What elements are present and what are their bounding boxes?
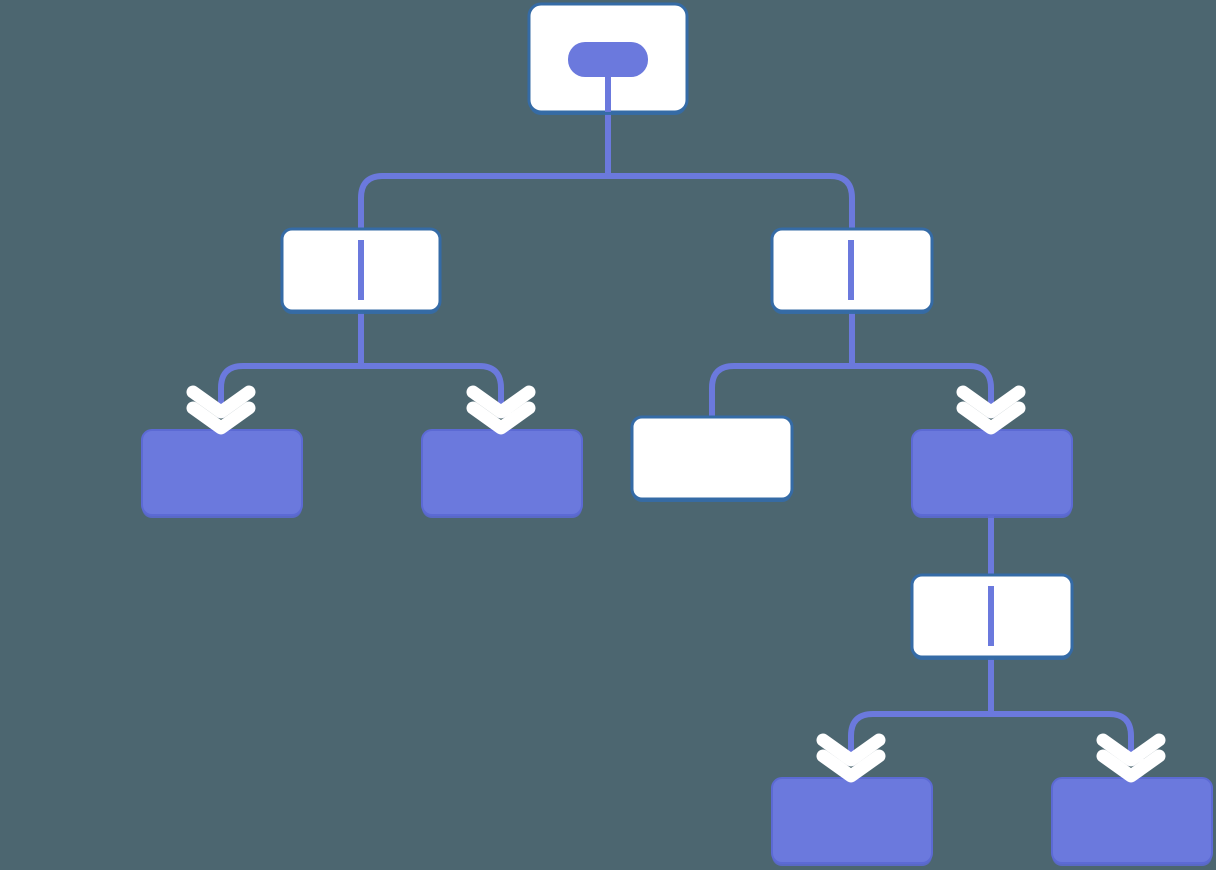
- node-level2-c[interactable]: [630, 415, 794, 502]
- node-level2-b-body[interactable]: [421, 429, 583, 516]
- connector-level3-to-children: [848, 657, 1134, 766]
- node-level1-left-line-marker: [358, 240, 364, 300]
- node-level2-c-body[interactable]: [630, 415, 794, 501]
- node-level1-right[interactable]: [770, 227, 934, 314]
- node-level1-right-line-marker: [848, 240, 854, 300]
- node-level2-a-body[interactable]: [141, 429, 303, 516]
- node-level2-a-double-chevron-down-icon: [186, 385, 256, 435]
- node-level4-b[interactable]: [1051, 777, 1213, 866]
- node-level2-d-body[interactable]: [911, 429, 1073, 516]
- node-level4-a[interactable]: [771, 777, 933, 866]
- node-root-stub: [605, 68, 611, 112]
- node-level2-d-double-chevron-down-icon: [956, 385, 1026, 435]
- double-chevron-down-icon: [186, 385, 256, 435]
- node-level4-b-body[interactable]: [1051, 777, 1213, 864]
- node-level3[interactable]: [910, 573, 1074, 660]
- arrows-layer: [186, 385, 1166, 783]
- node-level3-line-marker: [988, 586, 994, 646]
- double-chevron-down-icon: [1096, 733, 1166, 783]
- node-level1-left[interactable]: [280, 227, 442, 314]
- node-level4-a-body[interactable]: [771, 777, 933, 864]
- node-level2-b-double-chevron-down-icon: [466, 385, 536, 435]
- node-level2-d[interactable]: [911, 429, 1073, 518]
- node-level2-a[interactable]: [141, 429, 303, 518]
- node-level4-b-double-chevron-down-icon: [1096, 733, 1166, 783]
- double-chevron-down-icon: [956, 385, 1026, 435]
- node-level4-a-double-chevron-down-icon: [816, 733, 886, 783]
- double-chevron-down-icon: [816, 733, 886, 783]
- connectors-layer: [218, 112, 1134, 766]
- connector-level1-right-to-children: [709, 311, 994, 418]
- connector-level1-left-to-children: [218, 311, 504, 418]
- node-root-pill-marker: [568, 42, 648, 77]
- connector-root-to-level1: [358, 112, 855, 229]
- nodes-layer: [141, 2, 1213, 866]
- node-level2-b[interactable]: [421, 429, 583, 518]
- node-root[interactable]: [527, 2, 689, 115]
- double-chevron-down-icon: [466, 385, 536, 435]
